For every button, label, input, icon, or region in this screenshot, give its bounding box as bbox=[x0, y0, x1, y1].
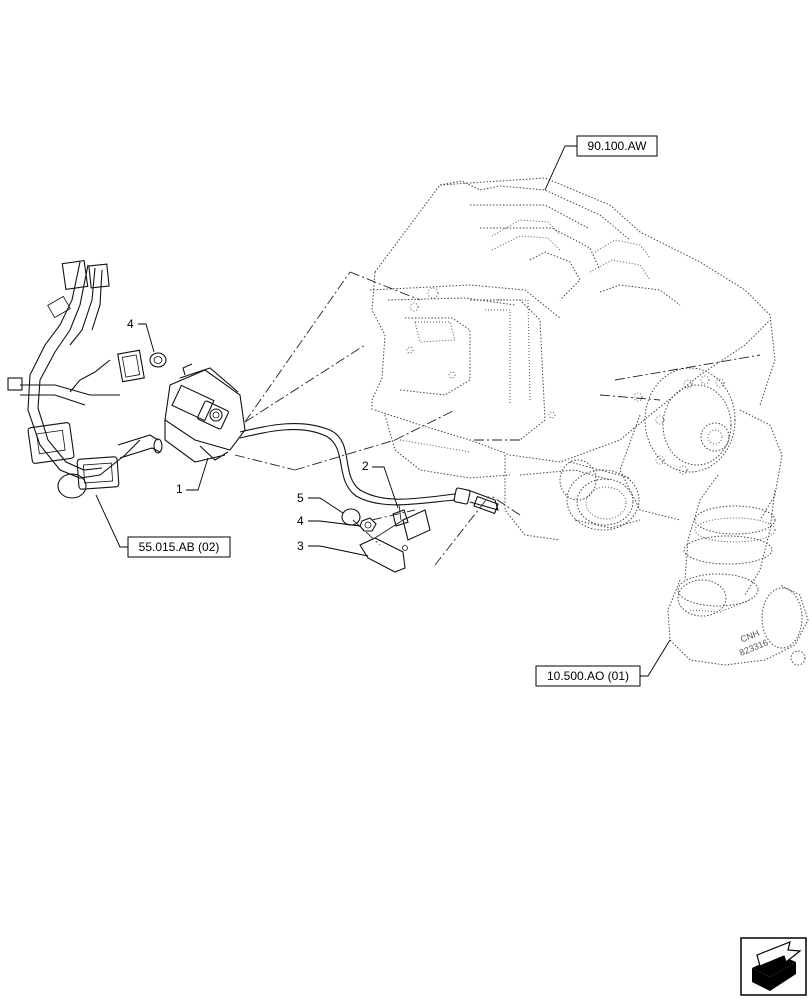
callout-4b-label: 4 bbox=[297, 514, 304, 528]
callout-4-top: 4 bbox=[127, 317, 155, 353]
callout-1: 1 bbox=[176, 457, 209, 496]
ref-bottom-label: 10.500.AO (01) bbox=[547, 669, 629, 683]
wiring-harness bbox=[7, 259, 163, 499]
sensor-control-module bbox=[164, 363, 456, 506]
callout-3-label: 3 bbox=[297, 539, 304, 553]
engine-housing bbox=[369, 177, 776, 541]
ref-box-top[interactable]: 90.100.AW bbox=[576, 135, 658, 157]
callout-5: 5 bbox=[297, 491, 344, 514]
callout-4-bottom: 4 bbox=[297, 514, 361, 528]
bracket-part-3 bbox=[359, 509, 431, 573]
callout-5-label: 5 bbox=[297, 491, 304, 505]
ref-top-leader bbox=[544, 145, 577, 191]
callout-1-label: 1 bbox=[176, 482, 183, 496]
turbo-outlet bbox=[559, 459, 641, 531]
ref-left-leader bbox=[95, 494, 128, 548]
ref-box-bottom[interactable]: 10.500.AO (01) bbox=[535, 665, 641, 687]
clip-part-2 bbox=[392, 504, 409, 527]
ref-bottom-leader bbox=[640, 639, 671, 677]
nox-sensor-probe bbox=[453, 487, 499, 515]
phantom-lines bbox=[234, 271, 761, 566]
grommet-top bbox=[149, 352, 167, 368]
callout-2-label: 2 bbox=[362, 459, 369, 473]
ref-left-label: 55.015.AB (02) bbox=[139, 540, 220, 554]
ref-box-left[interactable]: 55.015.AB (02) bbox=[127, 536, 231, 558]
callout-2: 2 bbox=[362, 459, 399, 509]
exhaust-elbow-pipe bbox=[667, 474, 809, 666]
ref-top-label: 90.100.AW bbox=[588, 139, 648, 153]
next-page-arrow-icon[interactable] bbox=[740, 937, 807, 996]
callout-3: 3 bbox=[297, 539, 369, 557]
callout-4a-label: 4 bbox=[127, 317, 134, 331]
cap-part-5 bbox=[341, 508, 361, 526]
aftertreatment-flange bbox=[644, 367, 783, 521]
